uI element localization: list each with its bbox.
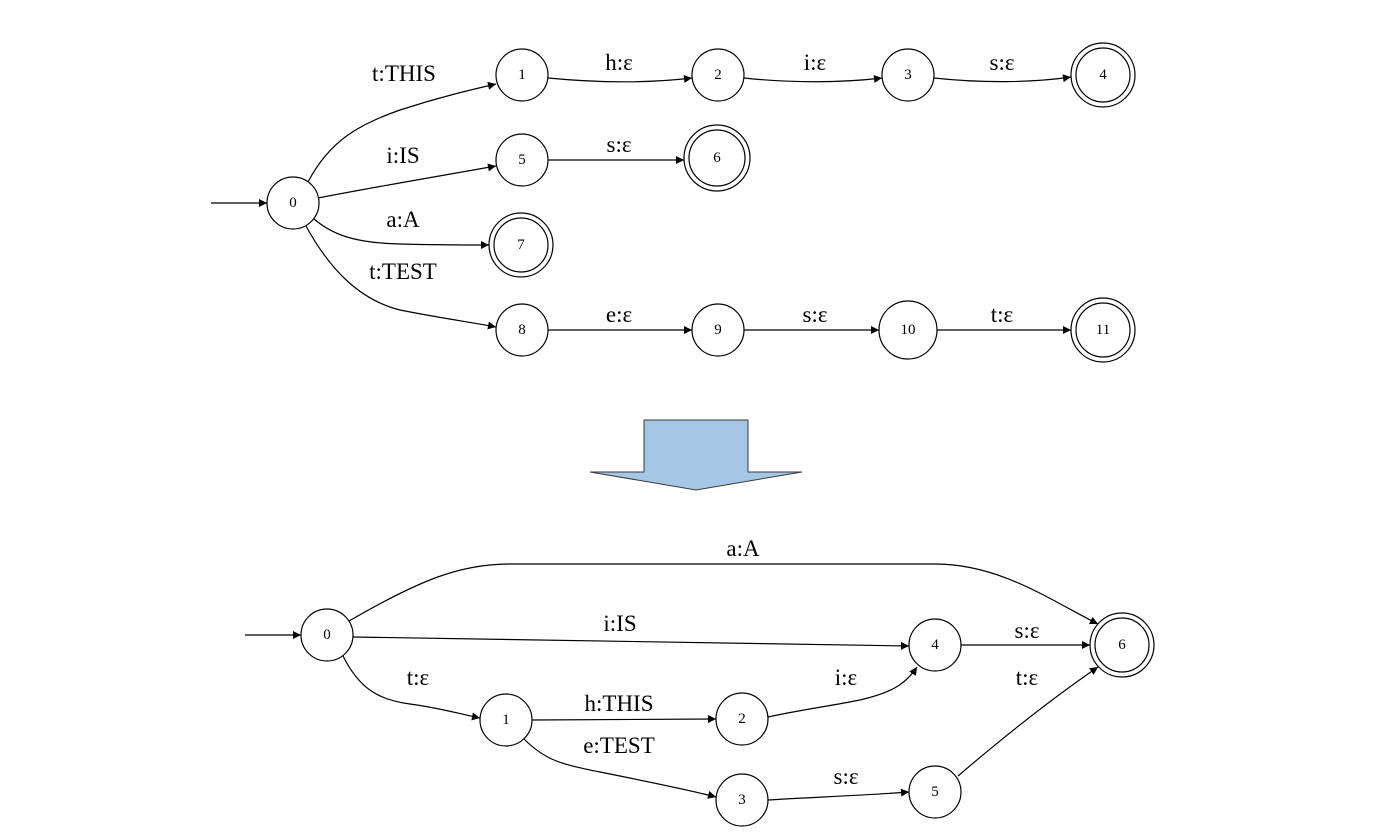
top-edge-label-3-4: s:ε [990, 50, 1015, 75]
top-state-label-7: 7 [517, 237, 525, 253]
bottom-state-1: 1 [479, 693, 533, 747]
bottom-edge-0-1 [342, 655, 481, 721]
top-automaton: t:THIS h:ε i:ε s:ε i:IS s:ε a:A t:TEST e:ε s:ε t:ε… [211, 42, 1136, 363]
bottom-edge-label-4-6: s:ε [1015, 618, 1040, 643]
top-edge-2-3 [743, 74, 883, 83]
top-state-8: 8 [495, 303, 549, 357]
bottom-edge-1-3 [523, 738, 717, 799]
bottom-edge-label-0-4: i:IS [603, 611, 636, 636]
top-state-label-4: 4 [1099, 67, 1107, 83]
bottom-automaton: a:A i:IS t:ε h:THIS e:TEST i:ε s:ε s:ε t:ε 0 1 2 3 4 5… [245, 536, 1155, 827]
top-edge-1-2 [547, 74, 693, 83]
top-state-6: 6 [683, 124, 751, 192]
top-state-7: 7 [488, 212, 554, 278]
bottom-edge-0-6 [348, 563, 1099, 625]
top-state-label-0: 0 [289, 195, 297, 211]
top-state-0: 0 [266, 176, 320, 230]
top-edge-label-10-11: t:ε [991, 302, 1013, 327]
top-state-label-1: 1 [518, 67, 526, 83]
top-edge-label-5-6: s:ε [607, 132, 632, 157]
bottom-state-6: 6 [1089, 612, 1155, 678]
bottom-edge-label-1-3: e:TEST [583, 733, 655, 758]
bottom-edge-1-2 [531, 715, 717, 724]
top-state-label-10: 10 [901, 322, 916, 338]
bottom-state-label-6: 6 [1118, 637, 1126, 653]
bottom-state-label-3: 3 [738, 792, 746, 808]
bottom-state-4: 4 [908, 618, 962, 672]
top-state-10: 10 [878, 300, 938, 360]
top-state-label-5: 5 [518, 152, 526, 168]
top-edge-label-0-7: a:A [386, 207, 420, 232]
bottom-edge-3-5 [767, 788, 910, 801]
top-state-4: 4 [1070, 42, 1136, 108]
top-edge-0-7 [313, 218, 490, 249]
bottom-state-5: 5 [908, 765, 962, 819]
bottom-state-label-2: 2 [738, 711, 746, 727]
bottom-state-label-4: 4 [931, 637, 939, 653]
bottom-state-3: 3 [715, 773, 769, 827]
top-edge-label-0-5: i:IS [386, 143, 419, 168]
top-edge-label-8-9: e:ε [606, 302, 632, 327]
bottom-edge-2-4 [767, 666, 918, 718]
top-edge-label-2-3: i:ε [804, 50, 826, 75]
top-state-1: 1 [495, 48, 549, 102]
top-edge-0-8 [305, 225, 497, 330]
bottom-state-label-0: 0 [323, 627, 331, 643]
bottom-edge-5-6 [957, 666, 1099, 777]
bottom-edge-label-5-6: t:ε [1016, 665, 1038, 690]
bottom-edge-label-2-4: i:ε [835, 665, 857, 690]
bottom-edge-0-4 [352, 636, 910, 650]
top-state-label-3: 3 [904, 67, 912, 83]
top-state-label-6: 6 [713, 150, 721, 166]
bottom-state-label-1: 1 [502, 712, 510, 728]
top-edge-label-9-10: s:ε [803, 302, 828, 327]
top-edge-0-5 [317, 163, 497, 199]
bottom-edge-label-0-1: t:ε [407, 665, 429, 690]
top-state-label-8: 8 [518, 322, 526, 338]
top-state-2: 2 [691, 48, 745, 102]
top-state-5: 5 [495, 133, 549, 187]
top-edge-label-1-2: h:ε [605, 50, 633, 75]
top-edge-label-0-1: t:THIS [372, 61, 436, 86]
bottom-edge-label-3-5: s:ε [834, 764, 859, 789]
bottom-edge-label-1-2: h:THIS [585, 691, 654, 716]
bottom-state-2: 2 [715, 692, 769, 746]
top-state-label-11: 11 [1096, 322, 1110, 338]
top-edge-3-4 [933, 74, 1072, 83]
transform-arrow [589, 419, 803, 491]
bottom-edge-label-0-6: a:A [726, 536, 760, 561]
top-edge-0-1 [307, 81, 497, 183]
top-state-3: 3 [881, 48, 935, 102]
bottom-state-label-5: 5 [931, 784, 939, 800]
top-state-label-2: 2 [714, 67, 722, 83]
top-state-11: 11 [1070, 297, 1136, 363]
top-state-9: 9 [691, 303, 745, 357]
top-edge-label-0-8: t:TEST [369, 259, 437, 284]
bottom-state-0: 0 [300, 608, 354, 662]
top-state-label-9: 9 [714, 322, 722, 338]
